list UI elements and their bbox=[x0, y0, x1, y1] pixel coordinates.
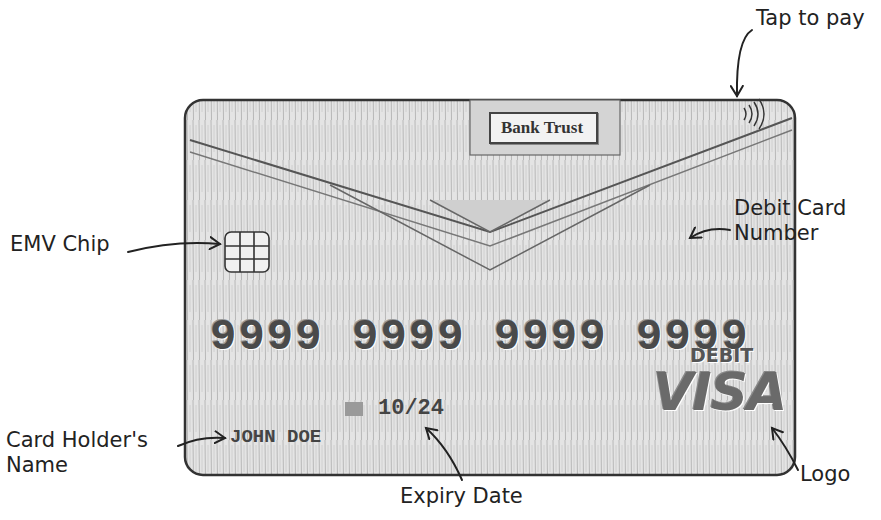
expiry-date: 10/24 bbox=[378, 396, 444, 421]
leader-line bbox=[690, 229, 730, 238]
card-body bbox=[185, 100, 795, 475]
small-mark bbox=[345, 402, 363, 416]
node-text: Bank Trust bbox=[501, 118, 586, 138]
callout-label: Logo bbox=[800, 462, 870, 487]
callout-label: EMV Chip bbox=[10, 232, 128, 257]
leader-line bbox=[178, 438, 225, 446]
leader-line bbox=[128, 243, 220, 252]
leader-line bbox=[772, 428, 798, 470]
card-holder-name: JOHN DOE bbox=[230, 426, 321, 448]
leader-line bbox=[426, 428, 462, 480]
card-number: 9999 9999 9999 9999 bbox=[210, 312, 750, 362]
leader-line bbox=[737, 30, 752, 96]
chevron-mark bbox=[430, 200, 550, 232]
contactless-icon bbox=[744, 99, 764, 129]
callout-label: Expiry Date bbox=[400, 484, 560, 509]
chevron-line bbox=[330, 185, 650, 270]
logo-tab bbox=[470, 100, 620, 155]
bank-name-box: Bank Trust bbox=[489, 112, 598, 144]
callout-label: Tap to pay bbox=[756, 6, 876, 31]
emv-chip bbox=[225, 232, 269, 272]
card-logo: VISA bbox=[653, 362, 786, 422]
callout-label: Card Holder's Name bbox=[6, 428, 178, 478]
debit-card: 9999 9999 9999 9999DEBITVISA10/24JOHN DO… bbox=[185, 100, 795, 475]
callout-label: Debit Card Number bbox=[734, 196, 878, 246]
